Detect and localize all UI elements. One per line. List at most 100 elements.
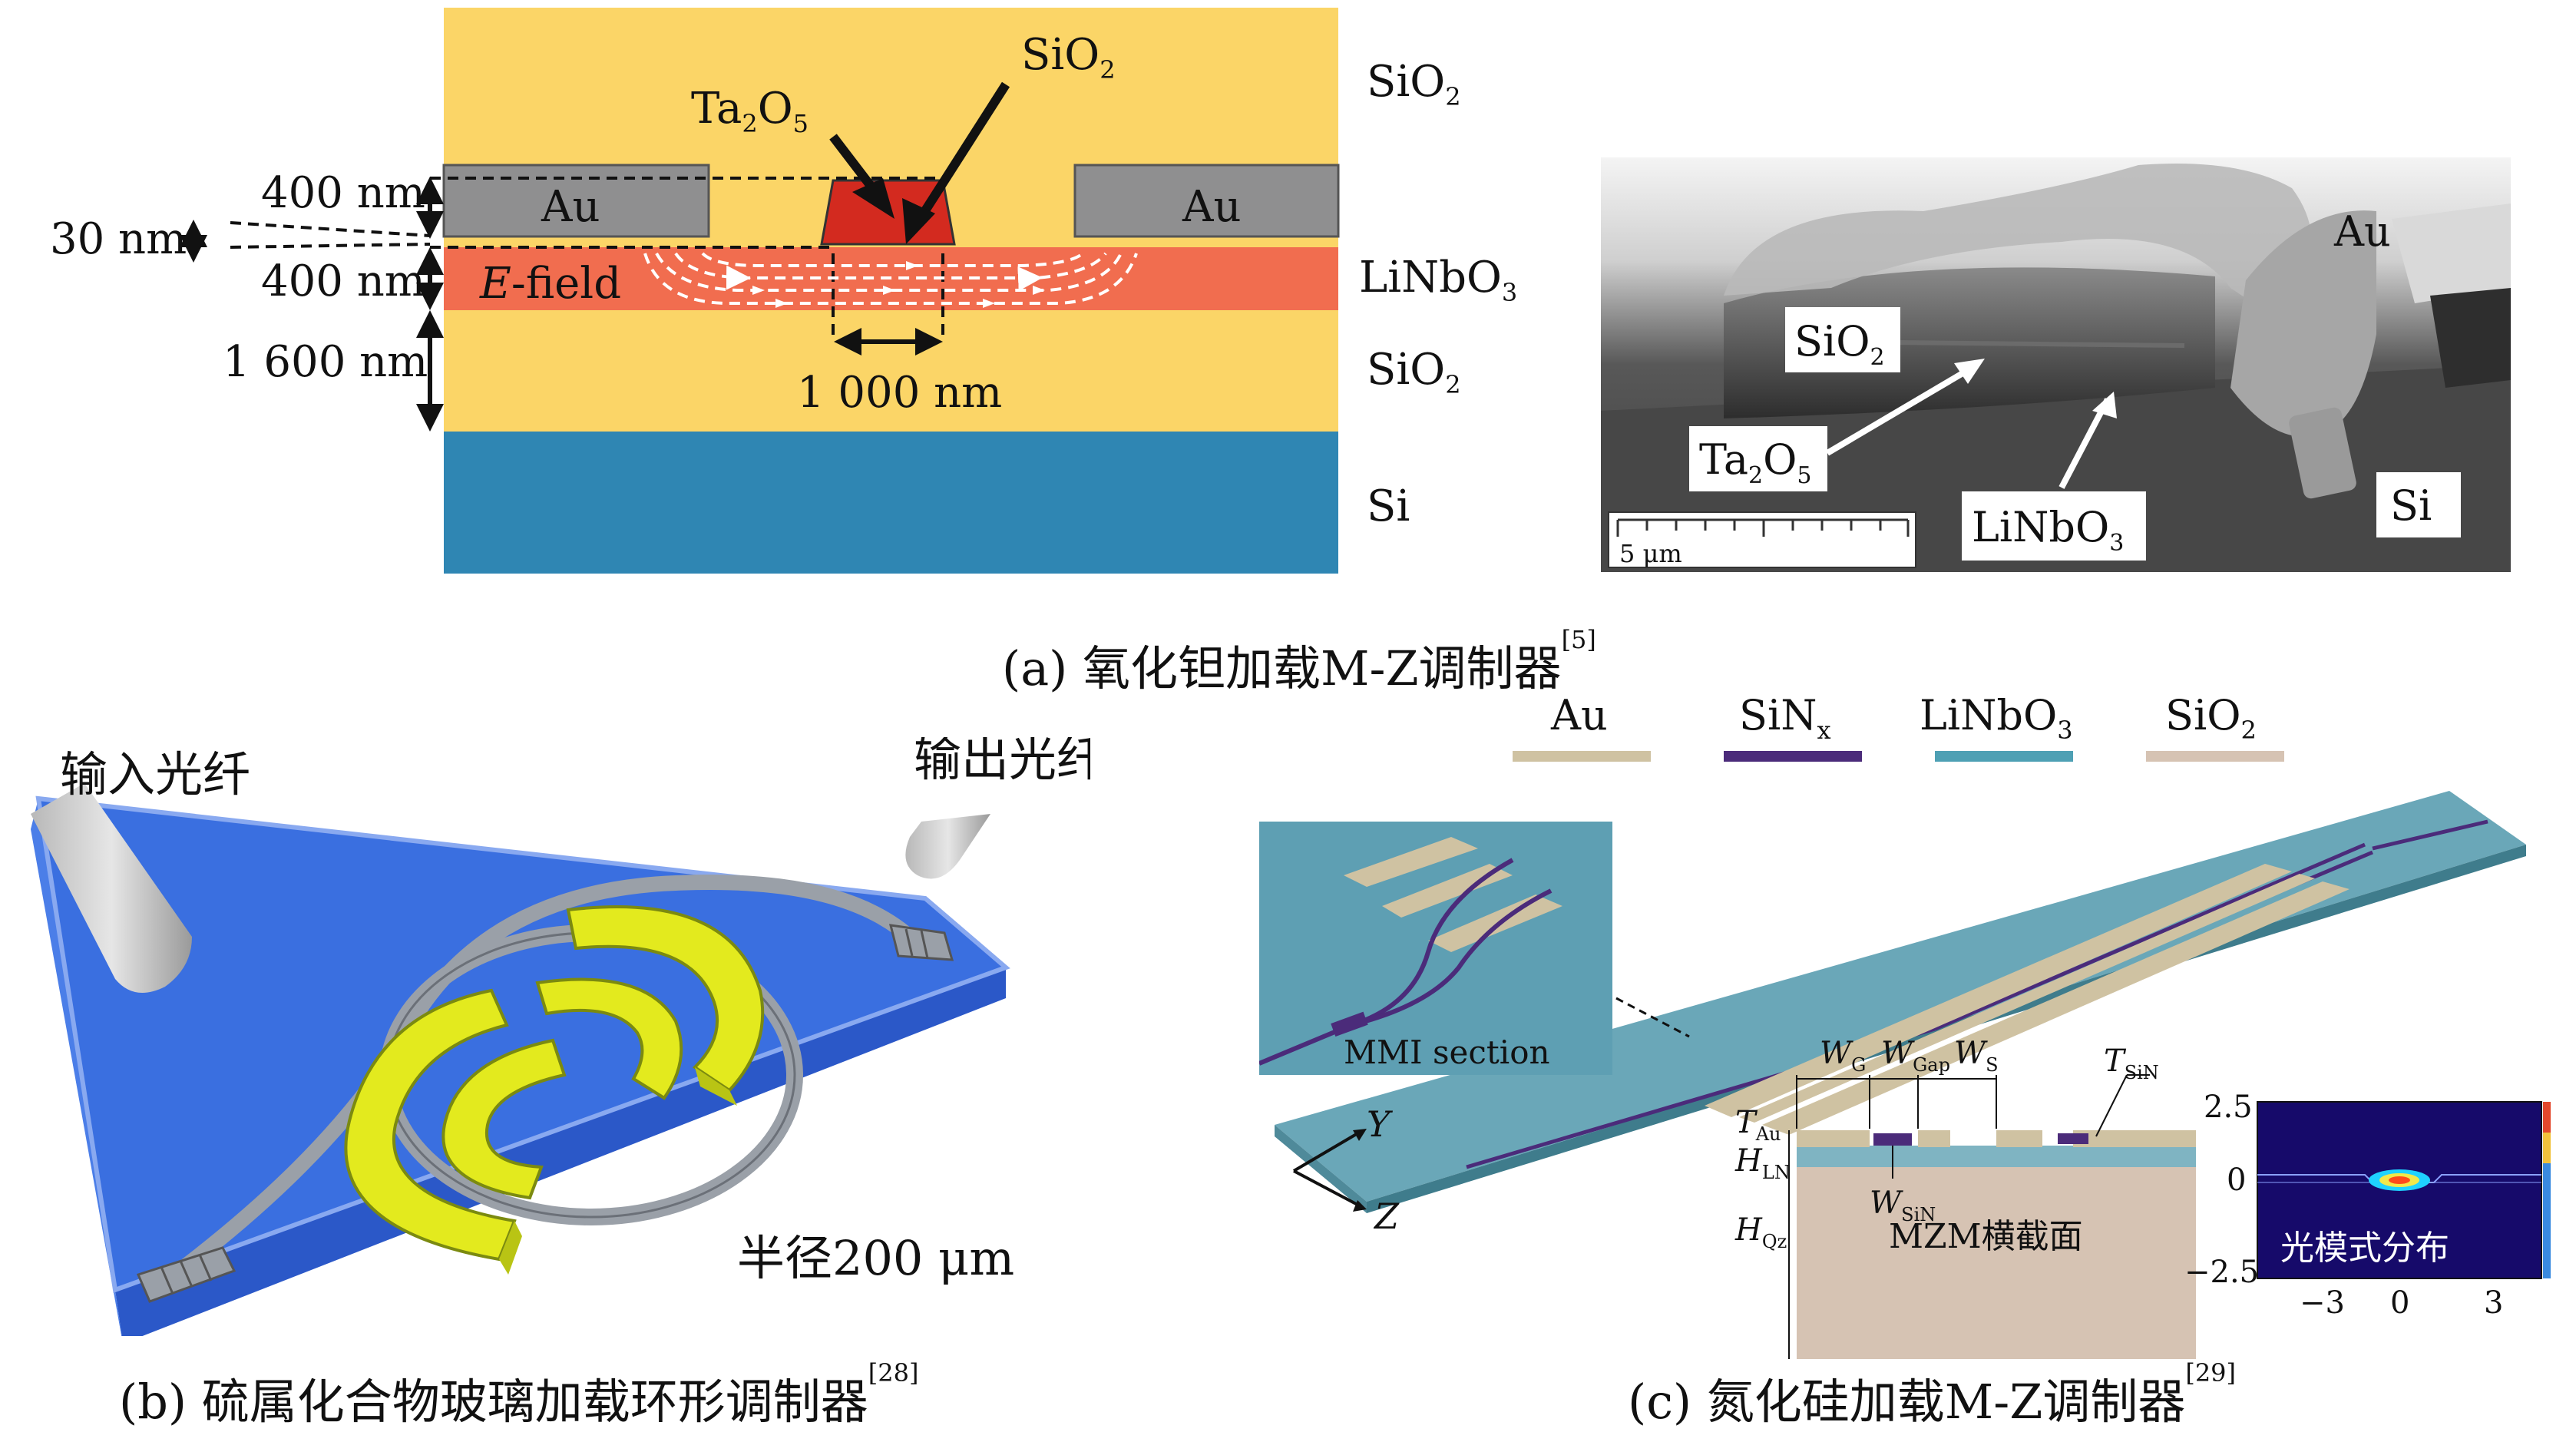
svg-text:SiO2: SiO2 bbox=[1367, 57, 1461, 111]
dim-1000nm: 1 000 nm bbox=[797, 368, 1002, 418]
sio2-arrowhead bbox=[902, 198, 935, 244]
svg-text:LiNbO3: LiNbO3 bbox=[1920, 691, 2073, 745]
svg-text:Ta2O5: Ta2O5 bbox=[691, 84, 809, 138]
bus-waveguide bbox=[149, 874, 919, 1297]
svg-text:SiO2: SiO2 bbox=[1367, 345, 1461, 399]
caption-c: (c) 氮化硅加载M-Z调制器[29] bbox=[1628, 1358, 2236, 1432]
au-electrodes bbox=[1705, 864, 2349, 1135]
grating-coupler-right bbox=[889, 924, 954, 961]
label-sio2-arrow: SiO bbox=[1021, 30, 1100, 80]
mode-xtick-3: 3 bbox=[2484, 1285, 2503, 1321]
caption-b-ref: [28] bbox=[868, 1358, 919, 1387]
svg-text:WSiN: WSiN bbox=[1870, 1186, 1936, 1225]
caption-b-text: (b) 硫属化合物玻璃加载环形调制器 bbox=[119, 1374, 868, 1430]
label-input-fiber: 输入光纤 bbox=[60, 746, 250, 802]
ta2o5-arrowhead bbox=[852, 178, 894, 219]
output-fiber bbox=[905, 814, 990, 879]
electrode-inner-left bbox=[441, 1038, 567, 1200]
e-field-arrowheads bbox=[752, 261, 1045, 308]
mode-label: 光模式分布 bbox=[2280, 1229, 2449, 1268]
dim-hqz: H bbox=[1734, 1212, 1763, 1248]
au-electrode-right bbox=[1073, 164, 1340, 238]
label-e-rest: -field bbox=[511, 259, 621, 309]
electrode-right-bottom bbox=[535, 977, 683, 1100]
svg-text:WS: WS bbox=[1954, 1036, 1999, 1076]
dimension-arrows bbox=[180, 177, 943, 432]
svg-text:Ta2O5: Ta2O5 bbox=[1699, 435, 1812, 489]
mode-ytick-2: 0 bbox=[2227, 1162, 2246, 1198]
panel-a-cross-section: SiO2 SiO2 Ta2O5 Au Au E-field LiNbO3 SiO… bbox=[50, 8, 1517, 574]
svg-text:E-field: E-field bbox=[479, 259, 621, 309]
dim-wg: W bbox=[1820, 1036, 1853, 1071]
dim-1600nm: 1 600 nm bbox=[223, 337, 428, 387]
label-e-italic: E bbox=[479, 259, 511, 309]
panel-a-sem-image: Au SiO2 Ta2O5 LiNbO3 Si 5 μm bbox=[1601, 157, 2511, 572]
svg-text:SiO2: SiO2 bbox=[1021, 30, 1116, 84]
dim-tau: T bbox=[1735, 1105, 1758, 1140]
cross-section-label: MZM横截面 bbox=[1889, 1217, 2083, 1256]
sem-label-linbo3: LiNbO bbox=[1972, 503, 2109, 551]
panel-b-ring-modulator: 输入光纤 输出光纤 半径200 μm bbox=[31, 737, 1090, 1336]
mmi-waveguides bbox=[1259, 858, 1553, 1066]
mmi-label: MMI section bbox=[1344, 1033, 1550, 1071]
svg-text:TAu: TAu bbox=[1735, 1105, 1781, 1145]
electrode-right-top bbox=[566, 905, 765, 1093]
svg-text:WGap: WGap bbox=[1881, 1036, 1950, 1076]
caption-a-text: (a) 氧化钽加载M-Z调制器 bbox=[1002, 640, 1562, 696]
sem-label-au: Au bbox=[2333, 207, 2391, 256]
svg-text:HQz: HQz bbox=[1734, 1212, 1787, 1252]
svg-text:SiO2: SiO2 bbox=[2165, 691, 2257, 745]
svg-text:TSiN: TSiN bbox=[2104, 1043, 2159, 1083]
label-output-fiber: 输出光纤 bbox=[914, 737, 1090, 787]
legend-linbo3: LiNbO bbox=[1920, 691, 2057, 739]
svg-text:SiNx: SiNx bbox=[1739, 691, 1831, 745]
svg-text:LiNbO3: LiNbO3 bbox=[1972, 503, 2124, 557]
grating-coupler-left bbox=[136, 1246, 236, 1303]
mode-ytick-1: 2.5 bbox=[2204, 1090, 2253, 1125]
mode-plot bbox=[2257, 1101, 2551, 1279]
sem-label-sio2: SiO bbox=[1794, 317, 1870, 365]
dim-wgap: W bbox=[1881, 1036, 1915, 1071]
cross-section-inset bbox=[1797, 1130, 2196, 1359]
caption-c-ref: [29] bbox=[2185, 1358, 2237, 1387]
caption-c-text: (c) 氮化硅加载M-Z调制器 bbox=[1628, 1374, 2186, 1430]
label-au-right: Au bbox=[1182, 182, 1242, 232]
mmi-inset bbox=[1259, 822, 1612, 1075]
svg-text:LiNbO3: LiNbO3 bbox=[1359, 253, 1517, 307]
caption-b: (b) 硫属化合物玻璃加载环形调制器[28] bbox=[119, 1358, 918, 1432]
legend-au: Au bbox=[1550, 691, 1608, 739]
label-au-left: Au bbox=[541, 182, 600, 232]
legend-sio2: SiO bbox=[2165, 691, 2241, 739]
dim-400nm-bottom: 400 nm bbox=[261, 256, 425, 306]
axes-indicator bbox=[1292, 1131, 1361, 1207]
label-linbo3: LiNbO bbox=[1359, 253, 1502, 303]
cross-section-dims bbox=[1788, 1074, 2150, 1359]
mode-xtick-1: −3 bbox=[2300, 1285, 2345, 1321]
caption-a: (a) 氧化钽加载M-Z调制器[5] bbox=[1002, 625, 1596, 699]
svg-text:HLN: HLN bbox=[1734, 1143, 1791, 1183]
label-sio2-top: SiO bbox=[1367, 57, 1445, 107]
dim-30nm: 30 nm bbox=[50, 214, 187, 264]
input-fiber bbox=[31, 783, 192, 993]
sem-label-ta2o5: Ta bbox=[1699, 435, 1748, 484]
label-ta2o5: Ta bbox=[691, 84, 742, 134]
svg-text:SiO2: SiO2 bbox=[1794, 317, 1885, 371]
glass-substrate bbox=[38, 799, 1006, 1290]
dim-ws: W bbox=[1954, 1036, 1988, 1071]
label-sio2-mid: SiO bbox=[1367, 345, 1445, 395]
legend: Au SiNx LiNbO3 SiO2 bbox=[1513, 691, 2284, 762]
caption-a-ref: [5] bbox=[1561, 625, 1596, 654]
dim-hln: H bbox=[1734, 1143, 1763, 1179]
mode-ytick-3: −2.5 bbox=[2184, 1255, 2259, 1290]
si-substrate bbox=[444, 432, 1338, 574]
panel-c-sin-modulator: Au SiNx LiNbO3 SiO2 MMI section Y Z bbox=[1259, 691, 2551, 1359]
e-field-lines bbox=[643, 252, 1138, 305]
electrode-outer-left bbox=[344, 988, 517, 1262]
mmi-inset-electrodes bbox=[1344, 837, 1562, 952]
svg-text:WG: WG bbox=[1820, 1036, 1866, 1076]
legend-sinx: SiN bbox=[1739, 691, 1817, 739]
label-radius: 半径200 μm bbox=[737, 1230, 1014, 1286]
axis-y-label: Y bbox=[1367, 1103, 1394, 1145]
dim-wsin: W bbox=[1870, 1186, 1903, 1221]
dim-400nm-top: 400 nm bbox=[261, 168, 425, 218]
